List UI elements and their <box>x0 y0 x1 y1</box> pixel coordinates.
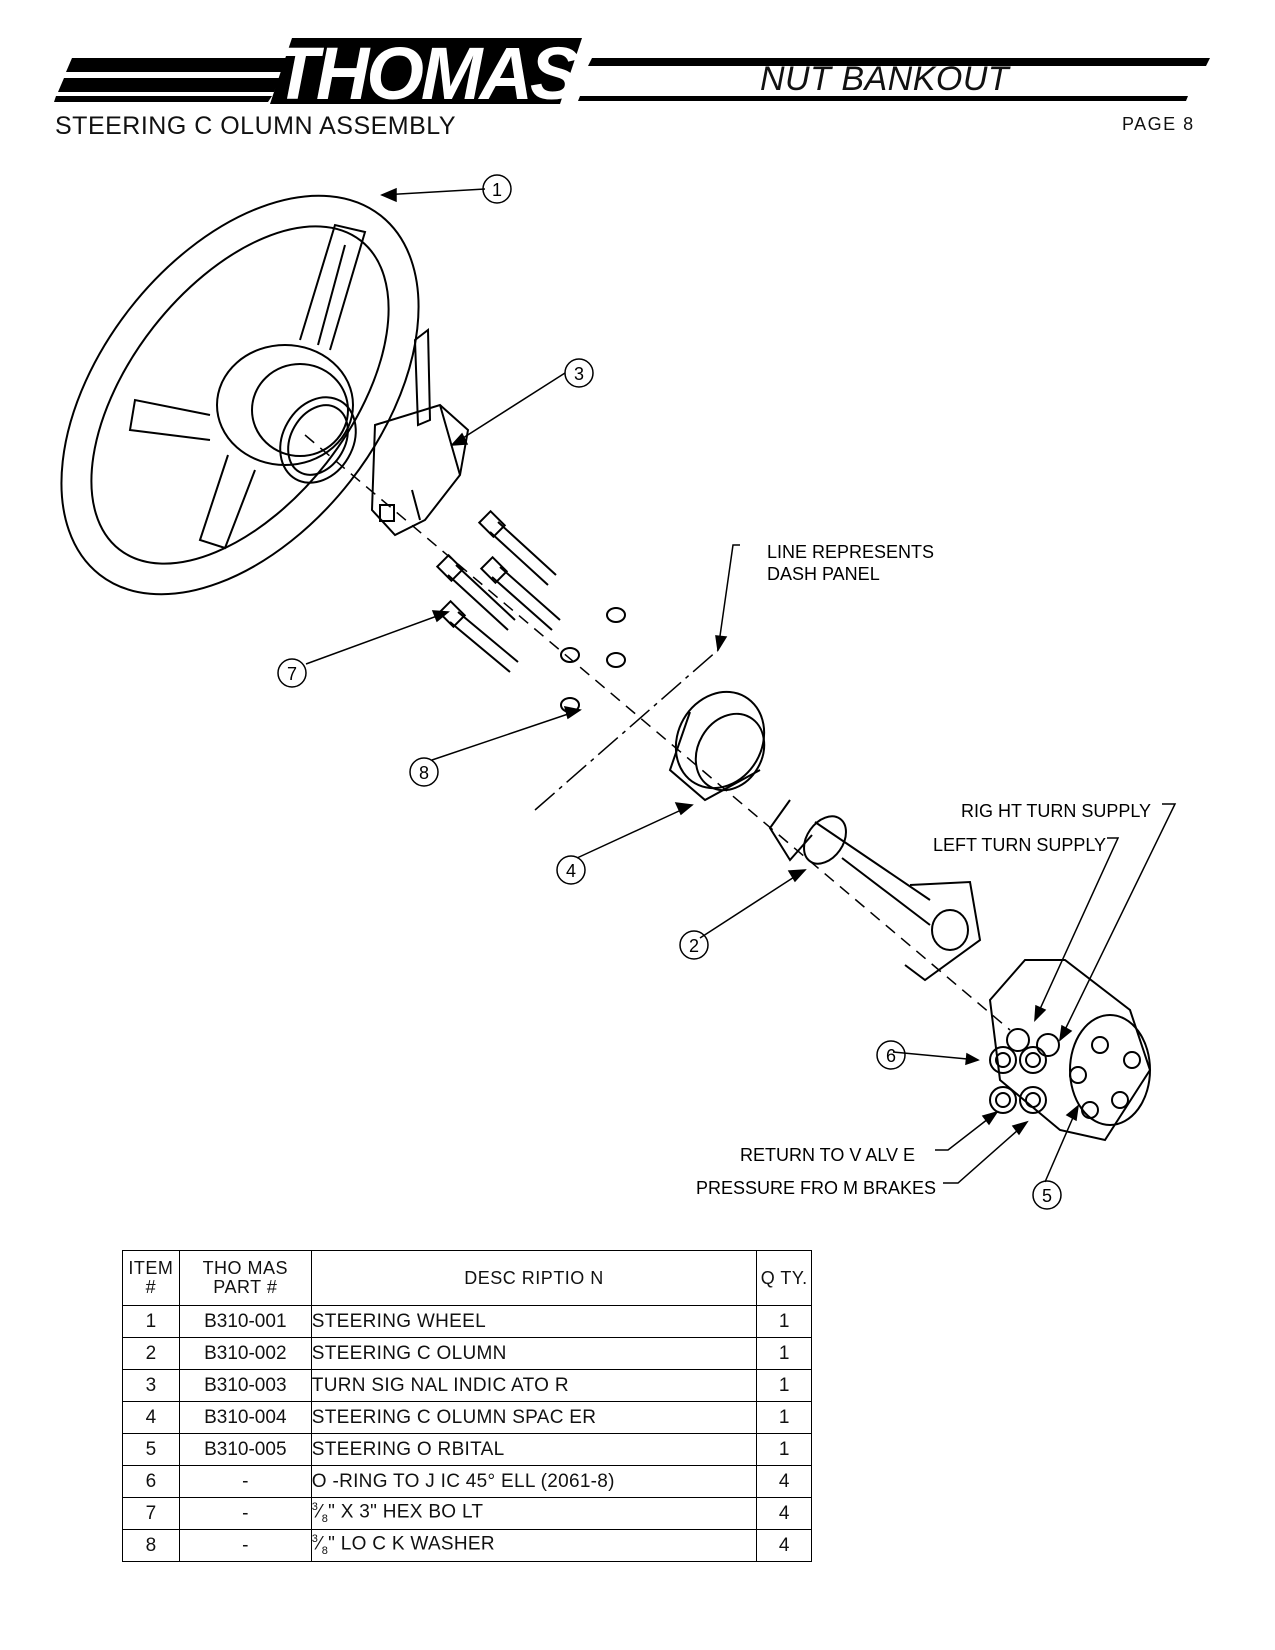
fittings-drawing <box>989 1028 1060 1114</box>
column-spacer-drawing <box>668 690 766 802</box>
cell-part: - <box>178 1465 312 1498</box>
header-item: ITEM# <box>122 1250 180 1306</box>
note-return-to-valve: RETURN TO V ALV E <box>740 1145 915 1165</box>
cell-description: STEERING WHEEL <box>310 1305 758 1338</box>
cell-qty: 1 <box>756 1401 812 1434</box>
table-row: 3 B310-003 TURN SIG NAL INDIC ATO R 1 <box>122 1369 812 1402</box>
cell-part: B310-002 <box>178 1337 312 1370</box>
header-stripes-right <box>578 58 1210 101</box>
callout-4: 4 <box>556 855 586 885</box>
table-row: 8 - 3⁄8" LO C K WASHER 4 <box>122 1529 812 1562</box>
lock-washers-drawing <box>560 607 626 713</box>
svg-text:6: 6 <box>886 1046 896 1066</box>
svg-text:5: 5 <box>1042 1186 1052 1206</box>
cell-item: 2 <box>122 1337 180 1370</box>
cell-description: 3⁄8" X 3" HEX BO LT <box>310 1497 758 1530</box>
cell-item: 8 <box>122 1529 180 1562</box>
svg-text:1: 1 <box>492 180 502 200</box>
cell-qty: 4 <box>756 1465 812 1498</box>
assembly-axis-line <box>304 434 1011 1031</box>
steering-column-drawing <box>768 799 982 982</box>
cell-item: 4 <box>122 1401 180 1434</box>
callout-6: 6 <box>876 1040 906 1070</box>
leader-lines <box>305 187 1177 1184</box>
steering-wheel-drawing <box>60 194 420 596</box>
cell-qty: 1 <box>756 1369 812 1402</box>
diagram-notes: LINE REPRESENTS DASH PANEL RIG HT TURN S… <box>696 542 1151 1198</box>
callout-1: 1 <box>482 174 512 204</box>
product-name: NUT BANKOUT <box>760 60 1010 98</box>
note-dash-panel-line2: DASH PANEL <box>767 564 880 584</box>
turn-signal-drawing <box>370 328 470 537</box>
svg-text:7: 7 <box>287 664 297 684</box>
cell-part: B310-003 <box>178 1369 312 1402</box>
header-description: DESC RIPTIO N <box>310 1250 758 1306</box>
description-text: " X 3" HEX BO LT <box>328 1501 484 1523</box>
page-number: PAGE 8 <box>1122 114 1195 134</box>
cell-part: B310-001 <box>178 1305 312 1338</box>
cell-description: O -RING TO J IC 45° ELL (2061-8) <box>310 1465 758 1498</box>
exploded-diagram: 1 3 7 8 4 2 6 5 LINE REPRESENTS DASH PAN… <box>60 174 1177 1210</box>
table-row: 6 - O -RING TO J IC 45° ELL (2061-8) 4 <box>122 1465 812 1498</box>
cell-item: 5 <box>122 1433 180 1466</box>
note-pressure-from-brakes: PRESSURE FRO M BRAKES <box>696 1178 936 1198</box>
callout-3: 3 <box>564 358 594 388</box>
fraction-numerator: 3 <box>311 1533 319 1546</box>
header-qty: Q TY. <box>756 1250 812 1306</box>
svg-text:4: 4 <box>566 861 576 881</box>
callout-5: 5 <box>1032 1180 1062 1210</box>
cell-part: - <box>178 1497 312 1530</box>
cell-item: 3 <box>122 1369 180 1402</box>
header-banner: THOMAS <box>54 32 1210 115</box>
cell-part: B310-005 <box>178 1433 312 1466</box>
callout-2: 2 <box>679 930 709 960</box>
cell-item: 7 <box>122 1497 180 1530</box>
fraction-denominator: 8 <box>321 1513 329 1526</box>
cell-item: 1 <box>122 1305 180 1338</box>
svg-text:3: 3 <box>574 364 584 384</box>
header-stripes-left <box>54 58 288 102</box>
cell-qty: 1 <box>756 1305 812 1338</box>
table-row: 5 B310-005 STEERING O RBITAL 1 <box>122 1433 812 1466</box>
table-row: 1 B310-001 STEERING WHEEL 1 <box>122 1305 812 1338</box>
cell-description: 3⁄8" LO C K WASHER <box>310 1529 758 1562</box>
callout-7: 7 <box>277 658 307 688</box>
description-text: " LO C K WASHER <box>328 1533 495 1555</box>
table-row: 2 B310-002 STEERING C OLUMN 1 <box>122 1337 812 1370</box>
cell-description: STEERING C OLUMN SPAC ER <box>310 1401 758 1434</box>
cell-qty: 4 <box>756 1497 812 1530</box>
dash-panel-line <box>534 649 719 811</box>
note-right-turn-supply: RIG HT TURN SUPPLY <box>961 801 1151 821</box>
table-row: 7 - 3⁄8" X 3" HEX BO LT 4 <box>122 1497 812 1530</box>
svg-text:8: 8 <box>419 763 429 783</box>
cell-qty: 4 <box>756 1529 812 1562</box>
note-left-turn-supply: LEFT TURN SUPPLY <box>933 835 1106 855</box>
cell-description: STEERING O RBITAL <box>310 1433 758 1466</box>
steering-orbital-drawing <box>988 959 1152 1142</box>
cell-description: TURN SIG NAL INDIC ATO R <box>310 1369 758 1402</box>
brand-logo-plate <box>270 38 582 104</box>
fraction-numerator: 3 <box>311 1501 319 1514</box>
cell-part: B310-004 <box>178 1401 312 1434</box>
table-row: 4 B310-004 STEERING C OLUMN SPAC ER 1 <box>122 1401 812 1434</box>
cell-part: - <box>178 1529 312 1562</box>
hex-bolts-drawing <box>435 509 561 673</box>
svg-text:2: 2 <box>689 936 699 956</box>
cell-description: STEERING C OLUMN <box>310 1337 758 1370</box>
callout-8: 8 <box>409 757 439 787</box>
cell-qty: 1 <box>756 1433 812 1466</box>
note-dash-panel-line1: LINE REPRESENTS <box>767 542 934 562</box>
cell-item: 6 <box>122 1465 180 1498</box>
cell-qty: 1 <box>756 1337 812 1370</box>
brand-logo: THOMAS <box>274 32 579 115</box>
section-title: STEERING C OLUMN ASSEMBLY <box>55 112 457 140</box>
fraction-denominator: 8 <box>321 1545 329 1558</box>
